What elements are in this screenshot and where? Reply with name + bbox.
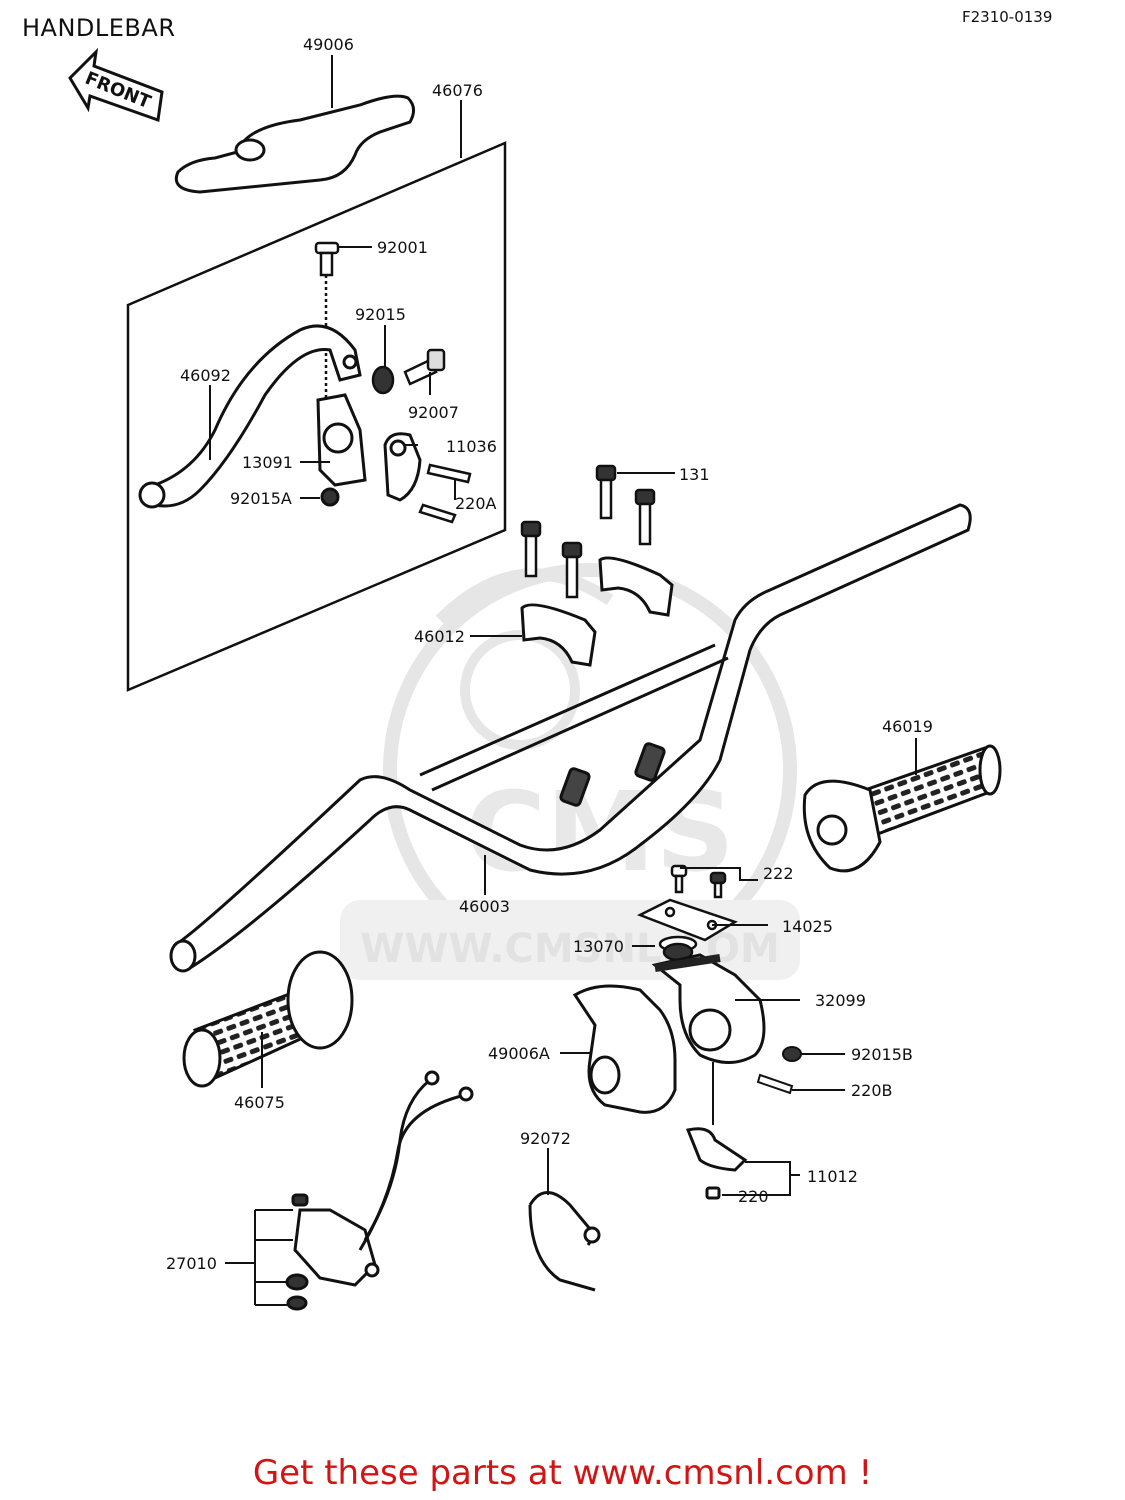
label-92072: 92072 xyxy=(520,1129,571,1148)
label-14025: 14025 xyxy=(782,917,833,936)
label-11036: 11036 xyxy=(446,437,497,456)
throttle-housing-32099 xyxy=(651,953,766,1064)
lever-cover-part xyxy=(174,94,415,194)
label-92015: 92015 xyxy=(355,305,406,324)
label-27010: 27010 xyxy=(166,1254,217,1273)
label-49006: 49006 xyxy=(303,35,354,54)
label-46019: 46019 xyxy=(882,717,933,736)
kill-switch-27010 xyxy=(285,1070,474,1311)
bolts-131 xyxy=(520,464,656,599)
label-92015B: 92015B xyxy=(851,1045,913,1064)
footer-link-text[interactable]: Get these parts at www.cmsnl.com ! xyxy=(252,1453,873,1493)
label-131: 131 xyxy=(679,465,710,484)
label-13070: 13070 xyxy=(573,937,624,956)
label-92001: 92001 xyxy=(377,238,428,257)
label-13091: 13091 xyxy=(242,453,293,472)
part-labels: 49006 46076 92001 92015 46092 92007 1103… xyxy=(166,35,933,1273)
clutch-lever-part xyxy=(138,324,362,509)
screw-220A xyxy=(418,463,472,524)
cable-clamp-92072 xyxy=(528,1191,601,1292)
grip-46075 xyxy=(182,950,354,1088)
screw-220B xyxy=(756,1073,794,1095)
label-49006A: 49006A xyxy=(488,1044,550,1063)
label-92007: 92007 xyxy=(408,403,459,422)
leader-lines xyxy=(209,55,917,1306)
label-46092: 46092 xyxy=(180,366,231,385)
label-222: 222 xyxy=(763,864,794,883)
adjuster-screw-92007 xyxy=(403,348,446,386)
label-220A: 220A xyxy=(455,494,497,513)
front-arrow-icon: FRONT xyxy=(68,47,164,123)
nut-92015 xyxy=(371,365,395,395)
handlebar-46003 xyxy=(169,503,972,973)
label-32099: 32099 xyxy=(815,991,866,1010)
handlebar-holder-46012 xyxy=(520,556,674,667)
label-220B: 220B xyxy=(851,1081,893,1100)
page-title: HANDLEBAR xyxy=(22,14,176,42)
label-11012: 11012 xyxy=(807,1167,858,1186)
lever-holder-part xyxy=(316,393,422,507)
label-46075: 46075 xyxy=(234,1093,285,1112)
grip-46019 xyxy=(802,744,1002,873)
nut-92015B xyxy=(782,1046,802,1062)
label-46012: 46012 xyxy=(414,627,465,646)
label-92015A: 92015A xyxy=(230,489,292,508)
label-220: 220 xyxy=(738,1187,769,1206)
lever-assembly-outline xyxy=(126,141,507,692)
label-46076: 46076 xyxy=(432,81,483,100)
figure-code: F2310-0139 xyxy=(962,8,1053,26)
throttle-lever-11012 xyxy=(685,1127,748,1200)
throttle-cover-49006A xyxy=(572,984,677,1114)
label-46003: 46003 xyxy=(459,897,510,916)
